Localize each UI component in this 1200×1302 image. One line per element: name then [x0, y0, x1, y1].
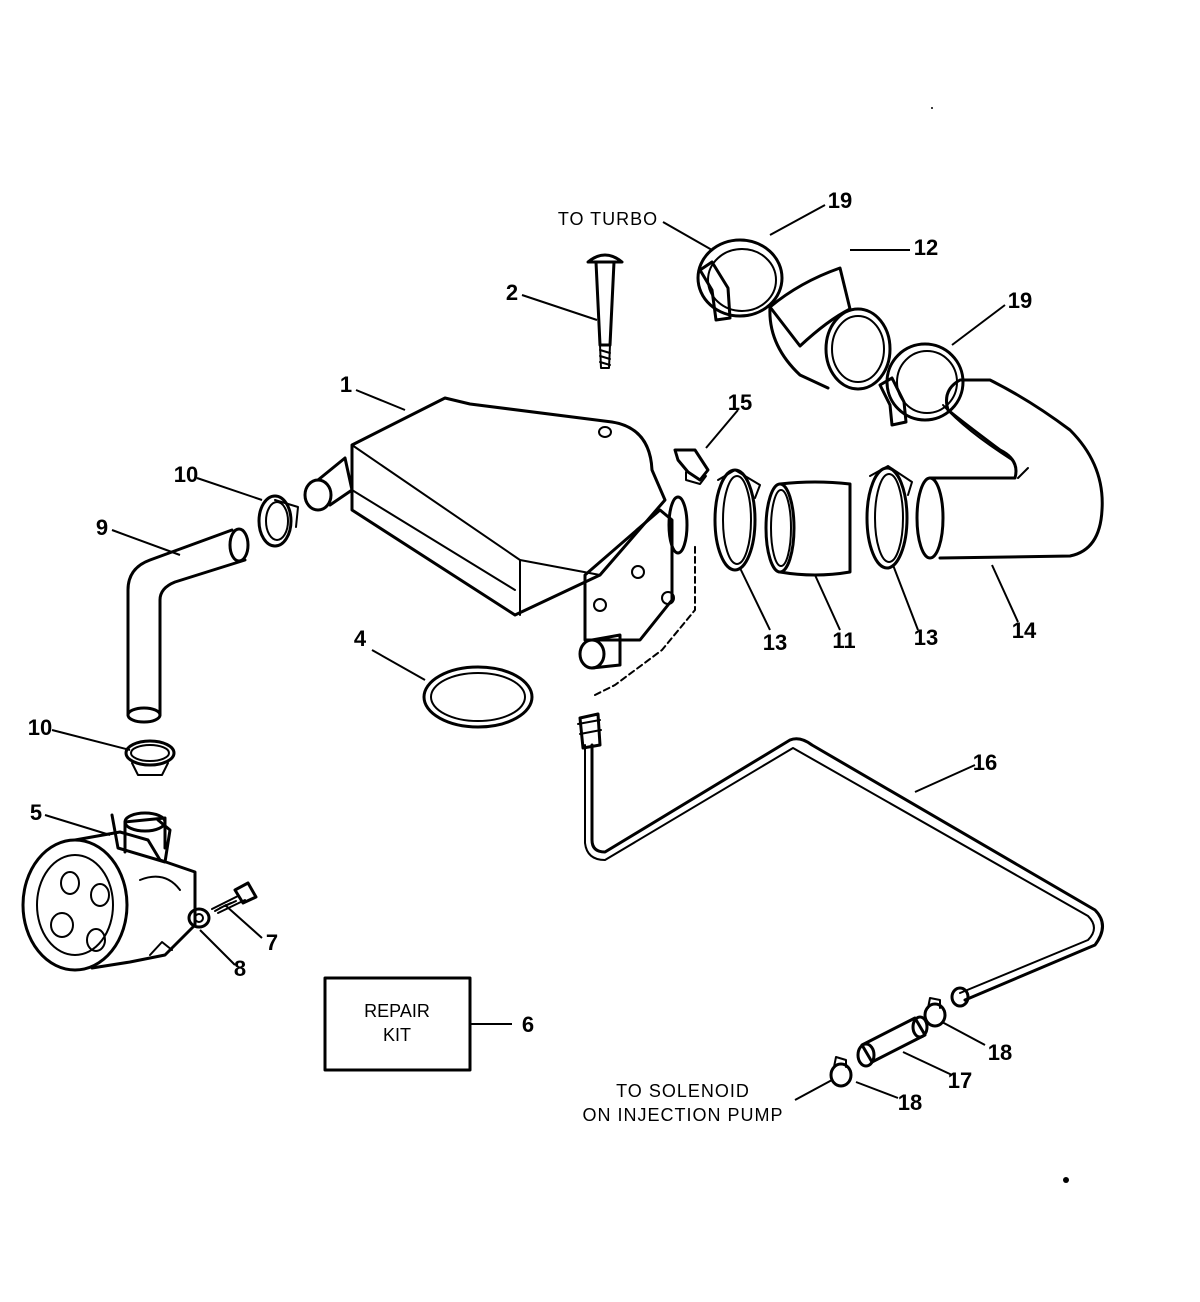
callout-10-lower: 10 [28, 715, 52, 740]
callout-19-middle: 19 [1008, 288, 1032, 313]
bolt-part-2 [586, 253, 624, 369]
callout-numbers: 1 2 4 5 6 7 8 9 10 10 11 12 13 13 14 15 … [28, 188, 1037, 1115]
hose-clamp-part-19-top [696, 238, 784, 322]
callout-4: 4 [354, 626, 367, 651]
washer-part-8 [187, 907, 211, 929]
callout-7: 7 [266, 930, 278, 955]
callout-13-right: 13 [914, 625, 938, 650]
repair-kit-line1: REPAIR [364, 1001, 430, 1021]
tube-part-16 [577, 544, 1104, 1008]
sea-water-pump-part-5 [21, 811, 197, 972]
callout-11: 11 [832, 628, 855, 653]
small-clamp-part-18-left [829, 1056, 853, 1088]
callout-16: 16 [973, 750, 997, 775]
callout-15: 15 [728, 390, 752, 415]
callout-5: 5 [30, 800, 42, 825]
hose-clamp-part-10-lower [124, 739, 176, 776]
note-to-solenoid-line1: TO SOLENOID [616, 1081, 750, 1101]
small-clamp-part-18-right [923, 997, 947, 1028]
screw-part-7 [211, 881, 258, 914]
callout-14: 14 [1012, 618, 1037, 643]
note-to-solenoid-line2: ON INJECTION PUMP [582, 1105, 783, 1125]
callout-9: 9 [96, 515, 108, 540]
callout-2: 2 [506, 280, 518, 305]
leader-lines [44, 204, 1019, 1101]
hose-clamp-part-19-middle [878, 342, 965, 427]
repair-kit-line2: KIT [383, 1025, 411, 1045]
hose-clamp-part-13-left [713, 468, 761, 572]
repair-kit-box: REPAIR KIT [323, 976, 472, 1072]
callout-12: 12 [914, 235, 938, 260]
upper-hose-part-12 [768, 266, 892, 391]
callout-10-upper: 10 [174, 462, 198, 487]
elbow-hose-part-14 [915, 378, 1104, 560]
short-hose-part-17 [856, 1015, 929, 1068]
note-to-turbo: TO TURBO [558, 209, 658, 229]
scan-dot [1063, 1177, 1069, 1183]
hose-part-9 [126, 527, 250, 724]
callout-17: 17 [948, 1068, 972, 1093]
scan-dot [931, 107, 933, 109]
callout-18-left: 18 [898, 1090, 922, 1115]
callout-13-left: 13 [763, 630, 787, 655]
callout-19-top: 19 [828, 188, 852, 213]
coupler-hose-part-11 [764, 480, 852, 577]
o-ring-part-4 [422, 665, 534, 729]
callout-8: 8 [234, 956, 246, 981]
hose-clamp-part-13-right [865, 465, 913, 570]
callout-6: 6 [522, 1012, 534, 1037]
callout-1: 1 [340, 372, 352, 397]
callout-18-right: 18 [988, 1040, 1012, 1065]
aftercooler-body [303, 396, 689, 670]
hose-clamp-part-10-upper [257, 494, 299, 548]
elbow-fitting-part-15 [673, 448, 710, 485]
